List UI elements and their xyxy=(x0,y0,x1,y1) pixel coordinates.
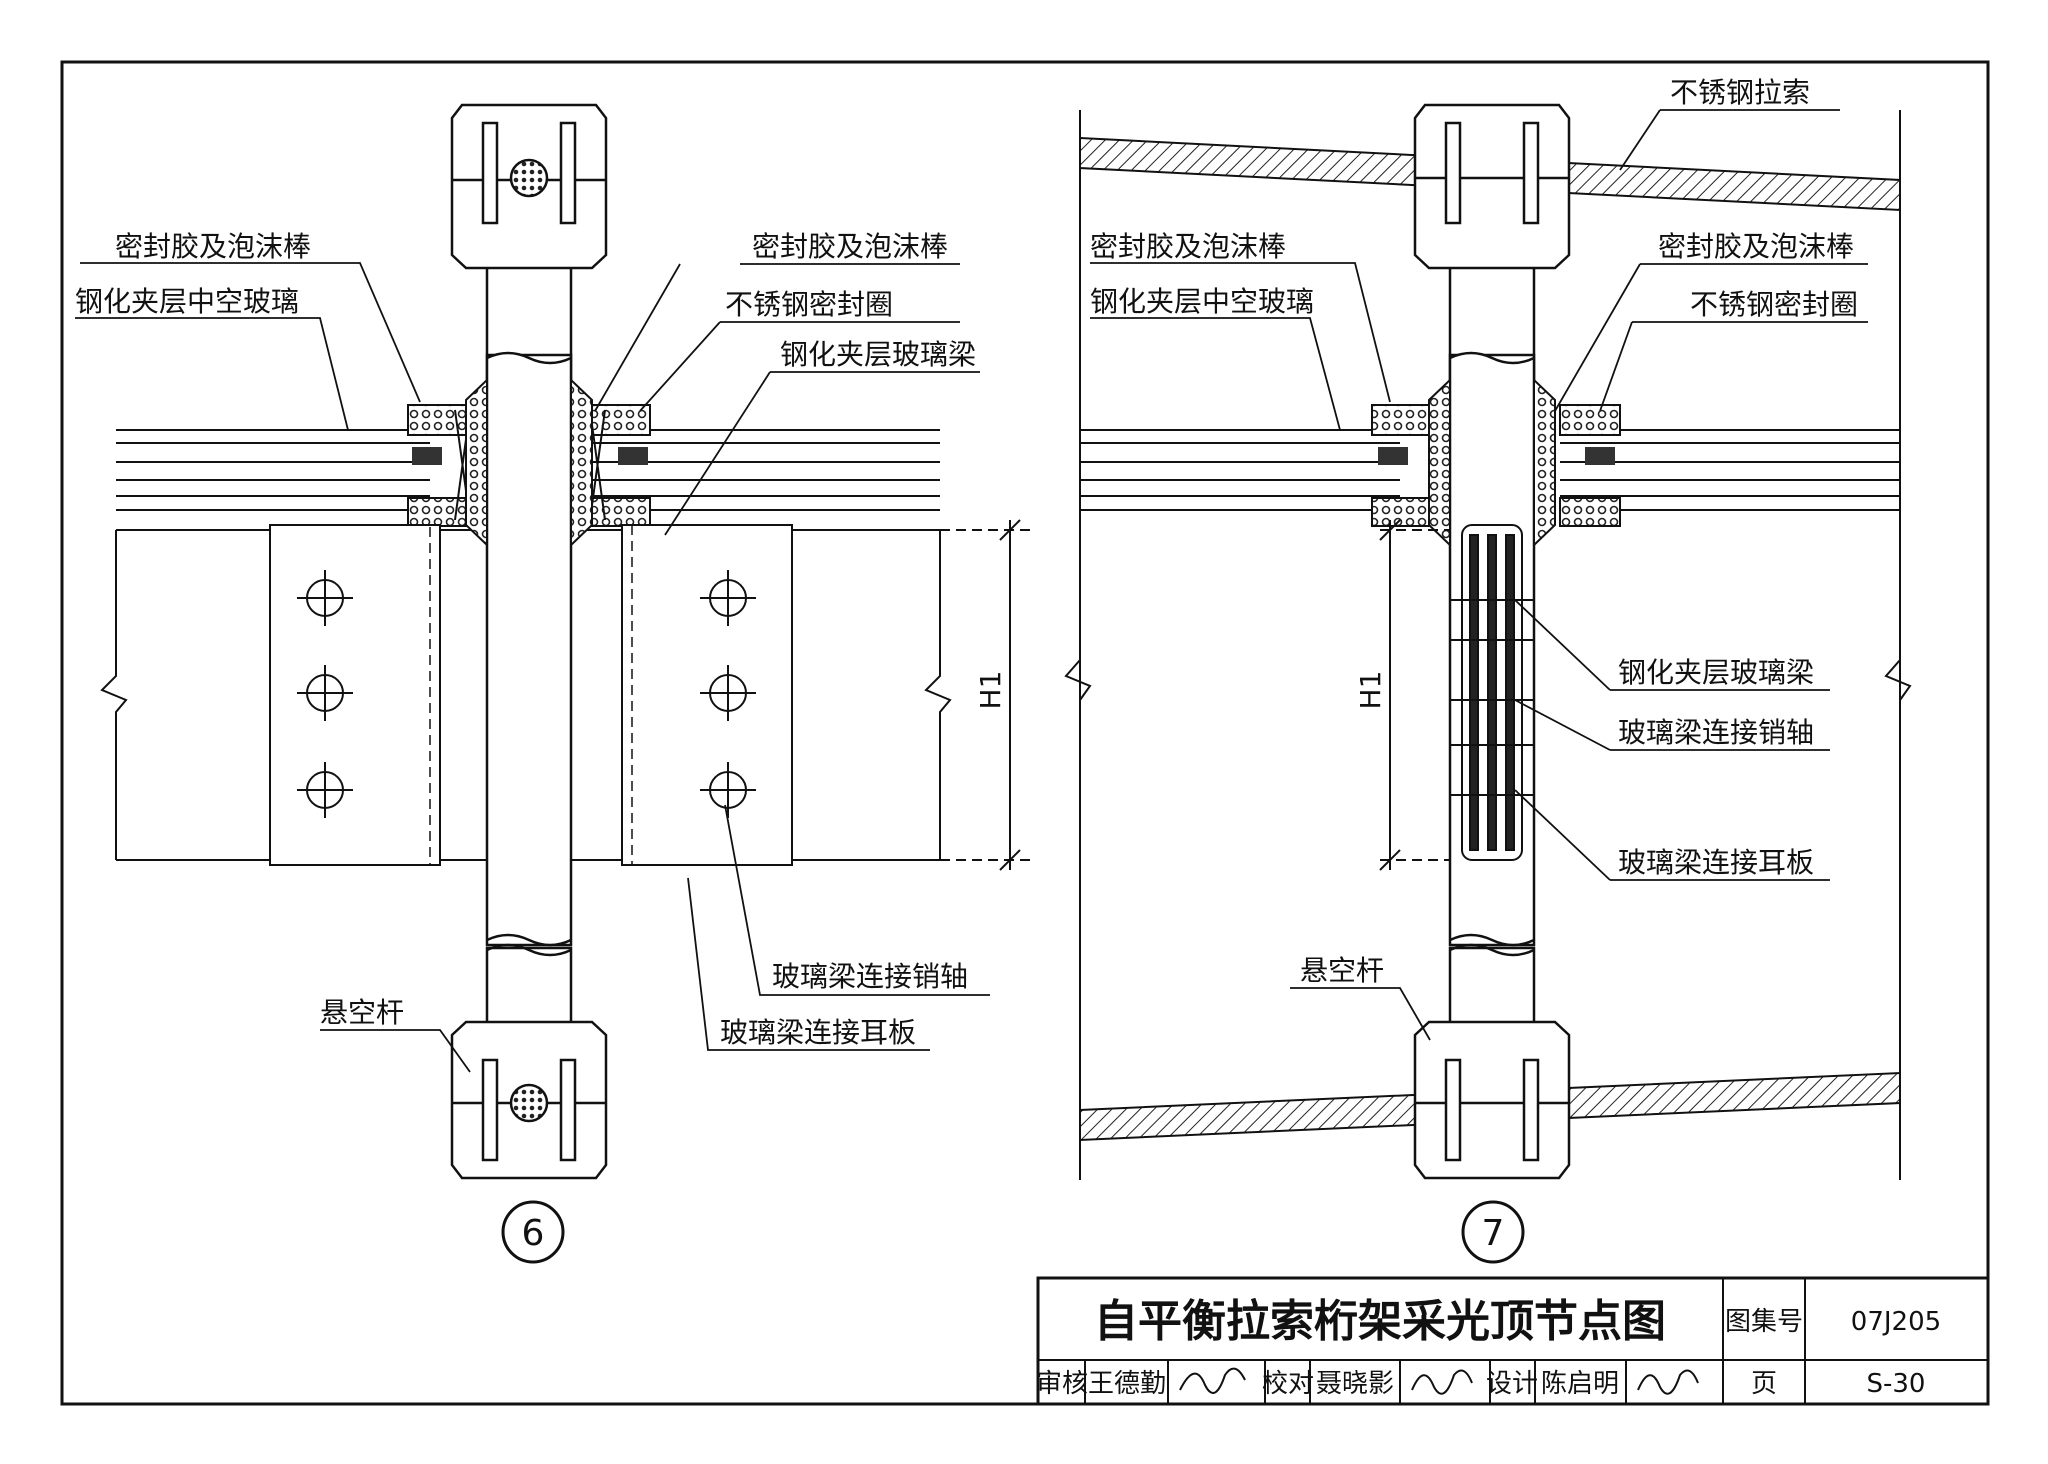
detail-number-7: 7 xyxy=(1482,1213,1505,1254)
dimension-h1-label-7: H1 xyxy=(1354,671,1387,710)
insulated-glass-7 xyxy=(1080,429,1900,511)
label-lug-6: 玻璃梁连接耳板 xyxy=(720,1016,916,1049)
cable-clamp-top-7 xyxy=(1413,103,1571,270)
label-sealant-right-7: 密封胶及泡沫棒 xyxy=(1658,230,1854,263)
leaders-7 xyxy=(1090,109,1868,1041)
glass-beam-lugs-7 xyxy=(1450,524,1534,861)
dimension-h1-label-6: H1 xyxy=(974,671,1007,710)
detail-number-6: 6 xyxy=(522,1213,545,1254)
checker-signature xyxy=(1411,1369,1473,1395)
page-label: 页 xyxy=(1751,1369,1777,1399)
label-pin-7: 玻璃梁连接销轴 xyxy=(1618,716,1814,749)
designer-name: 陈启明 xyxy=(1541,1369,1619,1399)
cable-clamp-bottom xyxy=(450,1020,608,1180)
suspension-rod xyxy=(485,353,573,947)
label-sealant-left-7: 密封胶及泡沫棒 xyxy=(1090,230,1286,263)
detail-marker-7 xyxy=(1461,1200,1525,1264)
detail-7: H1 不锈钢拉索 密封胶及泡沫棒 钢化夹层中空玻璃 密封胶及泡沫棒 不锈钢密封圈… xyxy=(1064,76,1912,1264)
sealant-left-bottom xyxy=(407,497,469,527)
reviewer-signature xyxy=(1179,1367,1246,1394)
lug-plate-left xyxy=(269,524,441,866)
title-block: 自平衡拉索桁架采光顶节点图 图集号 07J205 审核 王德勤 校对 聂晓影 设… xyxy=(1036,1276,1990,1406)
label-glass-left-6: 钢化夹层中空玻璃 xyxy=(75,285,299,318)
design-label: 设计 xyxy=(1486,1369,1538,1399)
label-lug-7: 玻璃梁连接耳板 xyxy=(1618,846,1814,879)
detail-marker-6 xyxy=(501,1200,565,1264)
label-steel-ring-6: 不锈钢密封圈 xyxy=(725,288,893,321)
label-sealant-left-6: 密封胶及泡沫棒 xyxy=(115,230,311,263)
atlas-label: 图集号 xyxy=(1725,1307,1803,1337)
cable-clamp-bottom-7 xyxy=(1413,1020,1571,1180)
label-glass-beam-6: 钢化夹层玻璃梁 xyxy=(780,338,976,371)
sealant-right-bottom xyxy=(589,497,651,527)
dimension-h1-7 xyxy=(1379,519,1450,871)
pin-holes xyxy=(297,570,756,818)
page-number: S-30 xyxy=(1867,1369,1926,1399)
spacer-left xyxy=(412,447,442,465)
insulated-glass-left xyxy=(116,429,430,511)
label-rod-6: 悬空杆 xyxy=(320,996,404,1029)
label-sealant-right-6: 密封胶及泡沫棒 xyxy=(752,230,948,263)
label-glass-left-7: 钢化夹层中空玻璃 xyxy=(1090,285,1314,318)
designer-signature xyxy=(1637,1369,1699,1395)
sheet-border xyxy=(60,60,1990,1406)
sealant-left-top xyxy=(407,404,469,436)
checker-name: 聂晓影 xyxy=(1316,1369,1394,1399)
dimension-h1-6 xyxy=(940,519,1030,871)
break-line-left xyxy=(100,530,128,860)
check-label: 校对 xyxy=(1262,1369,1314,1399)
cable-clamp-top xyxy=(450,103,608,270)
spacer-right xyxy=(618,447,648,465)
label-steel-ring-7: 不锈钢密封圈 xyxy=(1690,288,1858,321)
label-glass-beam-7: 钢化夹层玻璃梁 xyxy=(1618,656,1814,689)
review-label: 审核 xyxy=(1036,1369,1088,1399)
lug-plate-right xyxy=(621,524,793,866)
atlas-number: 07J205 xyxy=(1851,1307,1941,1337)
label-rod-7: 悬空杆 xyxy=(1300,954,1384,987)
break-line-right xyxy=(924,530,952,860)
detail-6: H1 密封胶及泡沫棒 钢化夹层中空玻璃 密封胶及泡沫棒 不锈钢密封圈 钢化夹层玻… xyxy=(75,103,1030,1264)
drawing-title: 自平衡拉索桁架采光顶节点图 xyxy=(1094,1296,1666,1347)
reviewer-name: 王德勤 xyxy=(1088,1369,1166,1399)
leaders-6 xyxy=(75,262,990,1073)
label-cable-7: 不锈钢拉索 xyxy=(1670,76,1810,109)
label-pin-6: 玻璃梁连接销轴 xyxy=(772,960,968,993)
